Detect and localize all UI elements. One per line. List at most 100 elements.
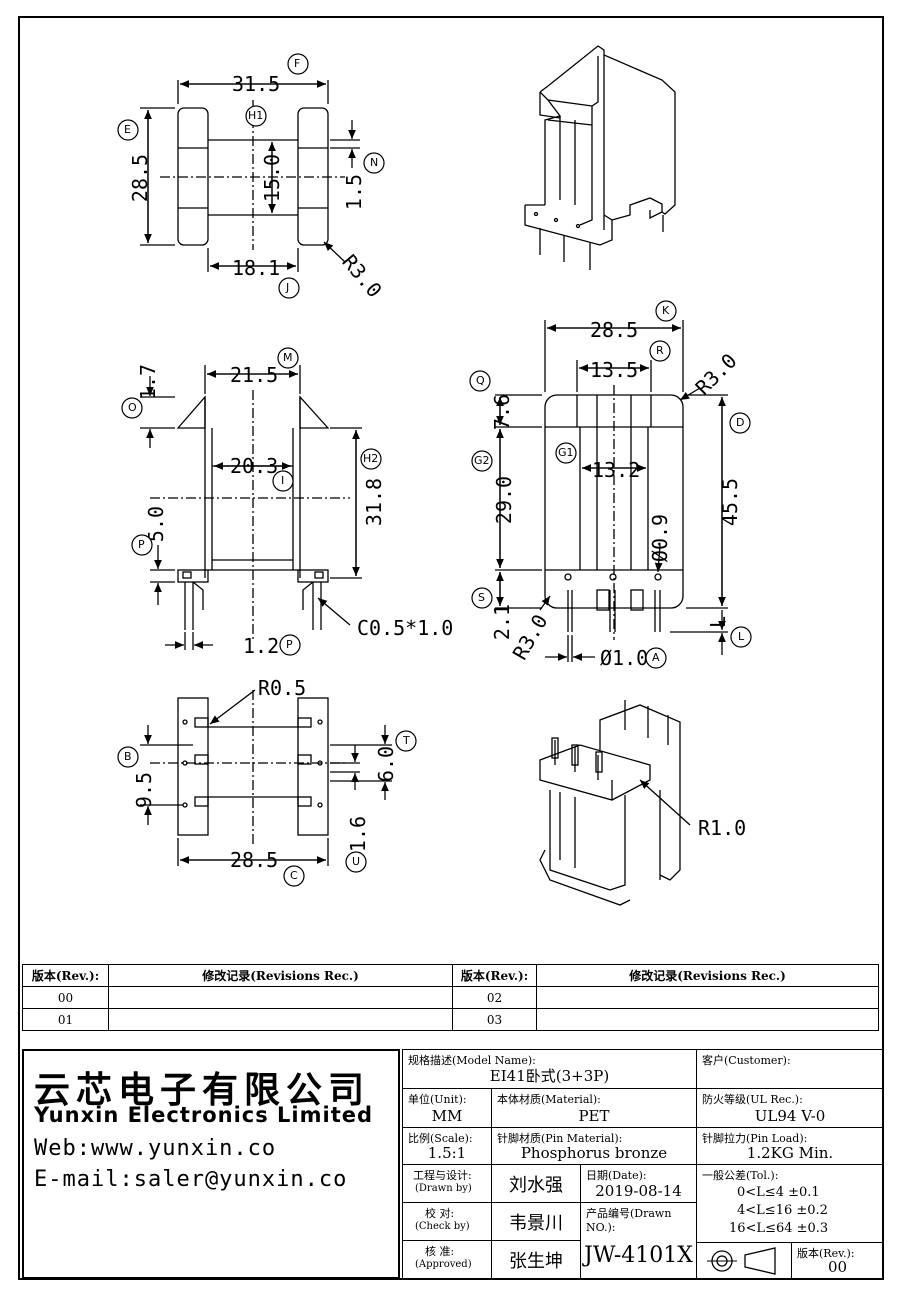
tag-c: C [290, 869, 298, 882]
approve-value: 张生坤 [509, 1250, 563, 1272]
projection-symbol-cell [696, 1242, 792, 1279]
date-cell: 日期(Date): 2019-08-14 [580, 1164, 697, 1203]
dim-31-5: 31.5 [232, 72, 281, 96]
tag-d: D [736, 416, 745, 429]
front-view [140, 365, 362, 650]
dim-1-6: 1.6 [346, 815, 371, 853]
rec-cell [108, 986, 453, 1009]
drawn-value-cell: 刘水强 [491, 1164, 581, 1203]
dim-31-8: 31.8 [362, 477, 387, 527]
rev-cell: 02 [452, 986, 537, 1009]
dim-9-5: 9.5 [132, 771, 157, 809]
approve-label-en: (Approved) [415, 1259, 472, 1270]
material-label: 本体材质(Material): [497, 1093, 601, 1106]
company-box: 云芯电子有限公司 Yunxin Electronics Limited Web:… [22, 1049, 400, 1279]
tag-n: N [370, 156, 379, 169]
unit-cell: 单位(Unit): MM [402, 1088, 492, 1128]
tag-g1: G1 [558, 446, 574, 459]
sheet-border [18, 16, 884, 1280]
rev-cell-title: 版本(Rev.): 00 [791, 1242, 884, 1279]
model-cell: 规格描述(Model Name): EI41卧式(3+3P) [402, 1049, 697, 1089]
projection-symbol-icon [707, 1247, 776, 1275]
drawn-label: 工程与设计: [413, 1169, 472, 1182]
dim-dia-0-9: Ø0.9 [648, 513, 673, 563]
tag-e: E [124, 123, 131, 136]
title-grid: 规格描述(Model Name): EI41卧式(3+3P) 客户(Custom… [402, 1049, 884, 1279]
dim-18-1: 18.1 [232, 256, 281, 280]
dim-2-1: 2.1 [490, 603, 515, 641]
dim-dia-1-0: Ø1.0 [600, 646, 649, 670]
dim-5-0: 5.0 [144, 505, 169, 543]
check-value-cell: 韦景川 [491, 1202, 581, 1241]
top-view [140, 80, 360, 272]
approve-value-cell: 张生坤 [491, 1240, 581, 1279]
dim-1-5: 1.5 [342, 173, 367, 211]
model-value: EI41卧式(3+3P) [489, 1067, 610, 1085]
company-name-cn: 云芯电子有限公司 [34, 1070, 371, 1111]
tag-t: T [403, 734, 410, 747]
technical-drawing [140, 45, 728, 906]
dim-20-3: 20.3 [230, 454, 279, 478]
rev-cell: 00 [22, 986, 109, 1009]
tag-p: P [138, 538, 145, 551]
rec-cell [108, 1008, 453, 1031]
drawn-no-label: 产品编号(Drawn NO.): [586, 1207, 672, 1234]
ul-label: 防火等级(UL Rec.): [702, 1093, 803, 1106]
check-label-en: (Check by) [415, 1221, 470, 1232]
tag-i: I [281, 474, 285, 487]
tag-h2: H2 [363, 452, 379, 465]
tag-a: A [652, 651, 660, 664]
customer-label: 客户(Customer): [702, 1054, 791, 1067]
customer-cell: 客户(Customer): [696, 1049, 884, 1089]
tag-l: L [738, 630, 745, 643]
company-name-en: Yunxin Electronics Limited [34, 1103, 374, 1127]
company-web: Web:www.yunxin.co [34, 1136, 277, 1161]
material-value: PET [578, 1107, 610, 1125]
rec-cell [536, 986, 879, 1009]
dim-c0-5: C0.5*1.0 [357, 616, 454, 640]
approve-label: 核 准: [425, 1245, 455, 1258]
dim-21-5: 21.5 [230, 363, 279, 387]
dim-r1-0: R1.0 [698, 816, 747, 840]
tag-k: K [662, 304, 670, 317]
tag-g2: G2 [474, 454, 490, 467]
pin-material-label: 针脚材质(Pin Material): [497, 1132, 623, 1145]
rev-value: 00 [827, 1258, 848, 1276]
dim-15-0: 15.0 [260, 153, 285, 203]
rev-cell: 01 [22, 1008, 109, 1031]
dim-29-0: 29.0 [492, 475, 517, 525]
rev-cell: 03 [452, 1008, 537, 1031]
approve-label-cell: 核 准: (Approved) [402, 1240, 492, 1279]
model-label: 规格描述(Model Name): [408, 1054, 536, 1067]
drawn-no-value: JW-4101X [584, 1243, 693, 1268]
tag-q: Q [476, 374, 485, 387]
tag-j: J [286, 281, 290, 294]
unit-value: MM [431, 1107, 463, 1125]
revision-row: 00 02 [22, 986, 879, 1009]
rev-header-right: 版本(Rev.): [452, 964, 537, 987]
rev-header-left: 版本(Rev.): [22, 964, 109, 987]
tag-u: U [352, 855, 361, 868]
pin-load-label: 针脚拉力(Pin Load): [702, 1132, 808, 1145]
title-block: 云芯电子有限公司 Yunxin Electronics Limited Web:… [22, 1049, 884, 1279]
dim-13-5: 13.5 [590, 358, 639, 382]
dim-7-6: 7.6 [490, 393, 515, 431]
dim-6-0: 6.0 [374, 745, 399, 783]
dim-28-5-bottom: 28.5 [230, 848, 279, 872]
pin-load-cell: 针脚拉力(Pin Load): 1.2KG Min. [696, 1127, 884, 1165]
tag-m: M [283, 351, 293, 364]
tolerance-row: 16<L≤64 ±0.3 [729, 1221, 829, 1236]
revision-table: 版本(Rev.): 修改记录(Revisions Rec.) 版本(Rev.):… [22, 964, 879, 1031]
rev-label: 版本(Rev.): [797, 1247, 855, 1260]
drawn-value: 刘水强 [509, 1174, 563, 1196]
date-label: 日期(Date): [586, 1169, 647, 1182]
dim-28-5-top: 28.5 [128, 153, 153, 203]
check-label-cell: 校 对: (Check by) [402, 1202, 492, 1241]
drawn-no-cell: 产品编号(Drawn NO.): JW-4101X [580, 1202, 697, 1279]
tag-p2: P [286, 638, 293, 651]
check-label: 校 对: [425, 1207, 455, 1220]
pin-material-value: Phosphorus bronze [520, 1144, 668, 1162]
drawn-label-en: (Drawn by) [415, 1183, 472, 1194]
tag-b: B [124, 750, 132, 763]
